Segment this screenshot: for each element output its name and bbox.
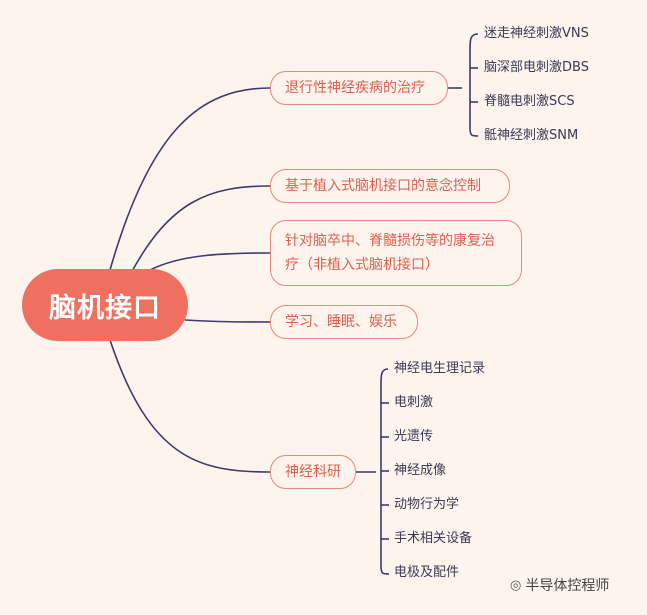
watermark-text: 半导体控程师 xyxy=(525,578,610,594)
branch-node-neuroscience: 神经科研 xyxy=(270,455,356,489)
root-node: 脑机接口 xyxy=(22,269,188,341)
link-branch-3 xyxy=(149,252,271,271)
leaf-vns: 迷走神经刺激VNS xyxy=(484,26,589,41)
link-branch-4 xyxy=(184,319,271,323)
link-branch-1 xyxy=(109,87,271,271)
leaf-neuroimaging: 神经成像 xyxy=(394,463,447,478)
leaf-electrophysiology: 神经电生理记录 xyxy=(394,361,486,376)
leaf-dbs: 脑深部电刺激DBS xyxy=(484,60,589,75)
branch-node-learning-sleep: 学习、睡眠、娱乐 xyxy=(270,305,418,339)
branch-node-rehabilitation: 针对脑卒中、脊髓损伤等的康复治疗（非植入式脑机接口） xyxy=(270,220,522,286)
leaf-scs: 脊髓电刺激SCS xyxy=(484,94,575,109)
link-branch-5 xyxy=(109,339,271,473)
brace-branch-1 xyxy=(469,33,479,137)
watermark: ◎ 半导体控程师 xyxy=(510,575,609,595)
branch-node-degenerative-treatment: 退行性神经疾病的治疗 xyxy=(270,71,448,105)
brace-branch-5 xyxy=(380,368,390,575)
leaf-surgical-equipment: 手术相关设备 xyxy=(394,531,473,546)
leaf-electrical-stimulation: 电刺激 xyxy=(394,395,434,410)
branch-node-implant-control: 基于植入式脑机接口的意念控制 xyxy=(270,169,510,203)
wechat-icon: ◎ xyxy=(510,577,522,593)
leaf-electrodes: 电极及配件 xyxy=(394,565,460,580)
leaf-optogenetics: 光遗传 xyxy=(394,429,434,444)
link-branch-2 xyxy=(129,185,271,276)
leaf-snm: 骶神经刺激SNM xyxy=(484,128,579,143)
leaf-animal-behavior: 动物行为学 xyxy=(394,497,460,512)
